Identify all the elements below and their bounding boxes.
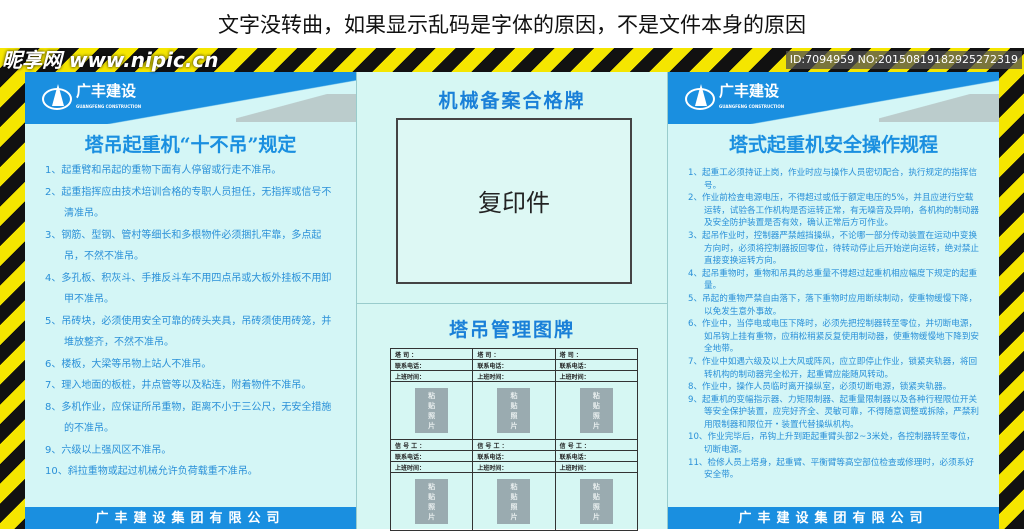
photo-cell: 粘贴照片 [472,472,556,531]
rule-item: 3、钢筋、型钢、管村等细长和多根物件必须捆扎牢靠，多点起吊，不然不准吊。 [45,229,322,263]
panel-header [668,72,999,124]
table-cell: 信 号 工 ： [472,439,556,451]
table-cell: 塔 司 ： [472,348,556,360]
panel-header [25,72,356,124]
logo-icon [42,84,72,110]
panel-title: 塔吊起重机“十不吊”规定 [84,134,297,156]
rule-item: 7、理入地面的板桩，井点管等以及粘连，附着物件不准吊。 [45,380,312,391]
safety-operation-panel: 广丰建设 GUANGFENG CONSTRUCTION 塔式起重机安全操作规程 1… [668,72,999,529]
company-footer: 广丰建设集团有限公司 [25,507,356,529]
table-cell: 上班时间： [472,370,556,382]
rule-item: 8、作业中，操作人员临时离开操纵室，必须切断电源，锁紧夹轨器。 [688,382,952,393]
rule-item: 10、斜拉重物或起过机械允许负荷载重不准吊。 [45,466,258,477]
rule-item: 6、楼板，大梁等吊物上站人不准吊。 [45,358,212,370]
rule-item: 7、作业中如遇六级及以上大风或阵风，应立即停止作业，锁紧夹轨器，将回转机构的制动… [688,356,978,380]
table-cell: 联系电话： [389,450,474,462]
photo-label: 粘贴照片 [510,483,518,521]
rule-item: 1、起重工必须持证上岗，作业时应与操作人员密切配合，执行规定的指挥信号。 [688,168,978,191]
photo-cell: 粘贴照片 [554,381,639,440]
logo-icon [685,84,715,110]
table-cell: 上班时间： [389,461,474,473]
copy-placeholder: 复印件 [396,118,632,284]
photo-label: 粘贴照片 [510,392,518,430]
photo-placeholder: 粘贴照片 [579,479,613,524]
middle-panel: 机械备案合格牌 复印件 塔吊管理图牌 塔 司 ：塔 司 ：塔 司 ：联系电话：联… [356,72,668,531]
photo-label: 粘贴照片 [592,392,600,430]
table-cell: 塔 司 ： [554,348,639,360]
rule-item: 9、起重机的变幅指示器、力矩限制器、起重量限制器以及各种行程限位开关等安全保护装… [688,394,980,430]
rule-item: 3、起吊作业时，控制器严禁越挡操纵，不论哪一部分传动装置在运动中变换方向时，必须… [688,230,980,267]
table-cell: 联系电话： [389,359,474,371]
table-cell: 塔 司 ： [389,348,474,360]
company-footer: 广丰建设集团有限公司 [668,507,999,529]
notice-text: 文字没转曲，如果显示乱码是字体的原因，不是文件本身的原因 [0,0,1024,48]
photo-cell: 粘贴照片 [472,381,556,440]
table-cell: 联系电话： [472,359,556,371]
table-cell: 上班时间： [472,461,556,473]
rule-item: 1、起重臂和吊起的重物下面有人停留或行走不准吊。 [45,165,282,176]
id-watermark: ID:7094959 NO:20150819182925272319 [785,51,1022,69]
photo-label: 粘贴照片 [592,483,600,521]
logo: 广丰建设 GUANGFENG CONSTRUCTION [685,84,784,114]
rule-item: 4、起吊重物时，重物和吊具的总重量不得超过起重机相应幅度下规定的起重量。 [688,268,978,292]
rule-item: 10、作业完毕后，吊钩上升到距起重臂头部2~3米处，各控制器转至零位，切断电源。 [688,432,975,456]
divider [357,303,667,304]
photo-cell: 粘贴照片 [389,381,474,440]
logo-en: GUANGFENG CONSTRUCTION [76,104,142,109]
rule-item: 2、作业前检查电源电压，不得超过或低于额定电压的5%，并且应进行空载运转，试验各… [688,193,980,229]
logo-name: 广丰建设 [76,82,137,100]
table-cell: 信 号 工 ： [389,439,474,451]
logo: 广丰建设 GUANGFENG CONSTRUCTION [42,84,141,114]
photo-cell: 粘贴照片 [554,472,639,531]
rules-list: 1、起重臂和吊起的重物下面有人停留或行走不准吊。 2、起重指挥应由技术培训合格的专… [45,160,338,483]
table-cell: 联系电话： [554,450,639,462]
filing-title: 机械备案合格牌 [438,90,586,112]
photo-label: 粘贴照片 [428,483,436,521]
photo-placeholder: 粘贴照片 [415,388,449,433]
rules-list: 1、起重工必须持证上岗，作业时应与操作人员密切配合，执行规定的指挥信号。2、作业… [688,167,981,482]
photo-cell: 粘贴照片 [389,472,474,531]
rule-item: 9、六级以上强风区不准吊。 [45,444,172,456]
rule-item: 4、多孔板、积灰斗、手推反斗车不用四点吊或大板外挂板不用卸甲不准吊。 [45,272,332,306]
photo-label: 粘贴照片 [428,392,436,430]
logo-en: GUANGFENG CONSTRUCTION [719,104,785,109]
photo-placeholder: 粘贴照片 [415,479,449,524]
table-cell: 联系电话： [554,359,639,371]
panel-title: 塔式起重机安全操作规程 [728,134,938,156]
rule-item: 11、检修人员上塔身，起重臂、平衡臂等高空部位检查或修理时，必须系好安全带。 [688,457,974,481]
rule-item: 8、多机作业，应保证所吊重物，距离不小于三公尺，无安全措施的不准吊。 [45,401,332,435]
photo-placeholder: 粘贴照片 [497,479,531,524]
table-cell: 联系电话： [472,450,556,462]
photo-placeholder: 粘贴照片 [579,388,613,433]
table-cell: 上班时间： [554,461,639,473]
staff-table: 塔 司 ：塔 司 ：塔 司 ：联系电话：联系电话：联系电话：上班时间：上班时间：… [389,348,639,531]
table-cell: 上班时间： [389,370,474,382]
rule-item: 5、吊起的重物严禁自由落下，落下重物时应用断续制动，使重物缓慢下降，以免发生意外… [688,293,978,317]
management-title: 塔吊管理图牌 [448,319,575,341]
logo-name: 广丰建设 [719,82,780,100]
rule-item: 5、吊砖块，必须使用安全可靠的砖头夹具，吊砖须使用砖笼，并堆放整齐，不然不准吊。 [45,315,332,349]
photo-placeholder: 粘贴照片 [497,388,531,433]
rule-item: 6、作业中，当停电或电压下降时，必须先把控制器转至零位，并切断电源，如吊钩上挂有… [688,319,980,355]
site-watermark: 昵享网 www.nipic.cn [2,48,219,72]
rule-item: 2、起重指挥应由技术培训合格的专职人员担任，无指挥或信号不清准吊。 [45,186,332,220]
table-cell: 信 号 工 ： [554,439,639,451]
table-cell: 上班时间： [554,370,639,382]
